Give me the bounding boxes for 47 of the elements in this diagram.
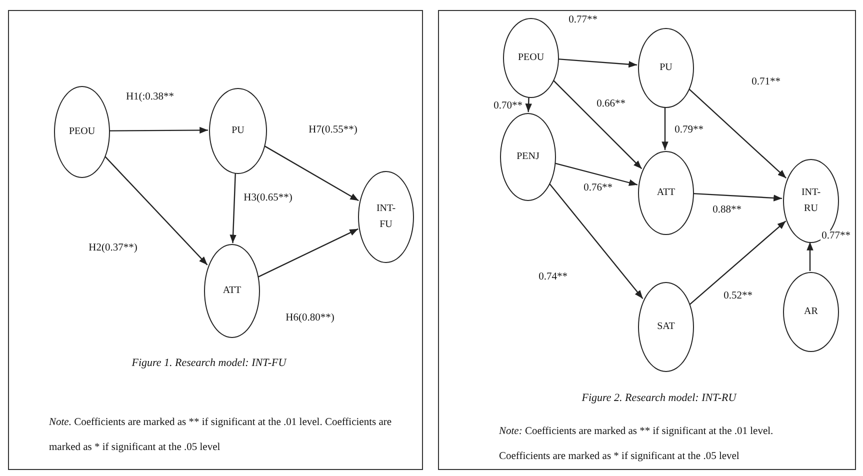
- path-coefficient: 0.74**: [538, 272, 568, 282]
- construct-label: ATT: [656, 186, 676, 200]
- path-arrow: [264, 145, 359, 202]
- path-coefficient: H1(:0.38**: [124, 92, 176, 102]
- construct-label: SAT: [657, 320, 675, 334]
- path-arrow: [525, 96, 532, 112]
- figure-caption: Figure 1. Research model: INT-FU: [130, 357, 288, 369]
- path-arrow: [258, 228, 358, 278]
- figure-caption: Figure 2. Research model: INT-RU: [580, 392, 738, 404]
- path-coefficient: H3(0.65**): [242, 192, 294, 204]
- path-arrow: [552, 80, 642, 170]
- path-coefficient: H2(0.37**): [88, 242, 138, 254]
- path-arrow: [692, 192, 782, 202]
- path-coefficient: 0.70**: [492, 100, 524, 112]
- construct-label: PU: [232, 124, 244, 138]
- construct-label: PEOU: [518, 51, 544, 65]
- construct-label: PU: [660, 61, 672, 75]
- path-arrow: [689, 220, 786, 306]
- path-arrow: [109, 126, 208, 134]
- path-coefficient: 0.71**: [750, 76, 782, 88]
- path-coefficient: 0.66**: [596, 98, 626, 110]
- path-coefficient: 0.79**: [674, 124, 704, 136]
- path-arrow: [554, 162, 638, 186]
- path-arrow: [688, 88, 787, 179]
- path-arrow: [662, 107, 668, 150]
- path-coefficient: H7(0.55**): [308, 124, 358, 136]
- path-coefficient: 0.52**: [722, 290, 754, 302]
- figure-panel: [8, 10, 423, 470]
- path-coefficient: 0.76**: [582, 182, 614, 194]
- note-text: Note: Coefficients are marked as ** if significant at the .01 level. Coefficients are marked as * if significant at the .05 level: [499, 425, 774, 464]
- figure-panel: [438, 10, 856, 470]
- path-coefficient: 0.88**: [712, 204, 742, 216]
- path-arrow: [548, 182, 644, 299]
- path-arrow: [558, 58, 638, 68]
- path-arrow: [806, 242, 814, 271]
- note-text: Note. Coefficients are marked as ** if significant at the .01 level. Coefficients are marked as * if significant at the .05 level: [49, 416, 393, 455]
- path-arrow: [230, 172, 236, 244]
- path-coefficient: 0.77**: [568, 14, 598, 26]
- path-coefficient: H6(0.80**): [284, 312, 336, 324]
- construct-label: INT- RU: [800, 186, 822, 216]
- construct-label: ATT: [222, 284, 242, 298]
- construct-label: INT- FU: [375, 202, 397, 232]
- path-arrow: [104, 156, 208, 266]
- construct-label: PENJ: [516, 150, 540, 164]
- construct-label: PEOU: [68, 125, 96, 139]
- construct-label: AR: [804, 305, 818, 319]
- path-coefficient: 0.77**: [820, 230, 852, 242]
